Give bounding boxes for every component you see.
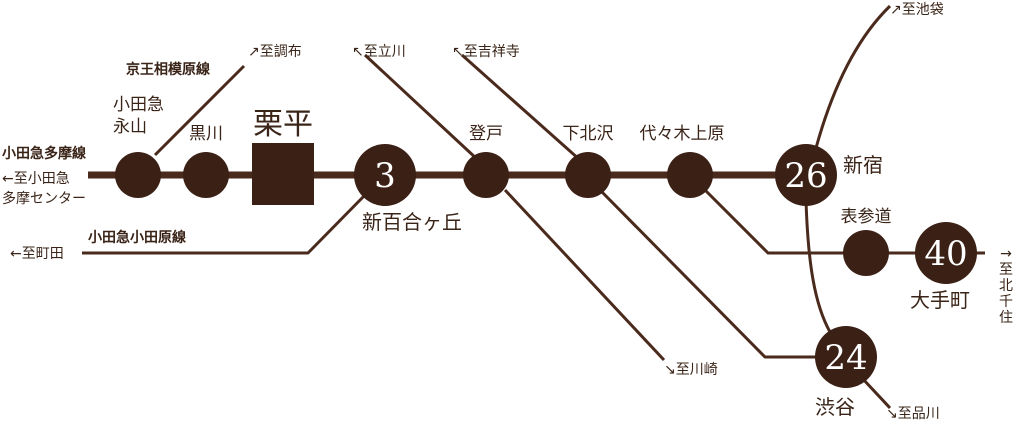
direction-kitasenju: →至北千住 [999,246,1013,326]
direction-ikebukuro: ↗至池袋 [890,2,944,18]
direction-kawasaki: ↘至川崎 [664,362,718,378]
direction-chofu: ↗至調布 [248,44,302,60]
station-shinyurigaoka-label: 新百合ヶ丘 [362,210,462,234]
station-kurihira-node [252,143,314,205]
station-shinjuku-node [775,144,837,206]
station-noborito-node [463,152,509,198]
direction-machida: ←至町田 [10,246,64,262]
to-tachikawa-line [363,53,480,162]
minutes-shinjuku: 26 [784,156,827,196]
direction-kichijoji: ↖至吉祥寺 [452,44,520,60]
minutes-shinyurigaoka: 3 [374,156,396,196]
minutes-shibuya: 24 [824,338,867,378]
station-omotesando-node [843,230,889,276]
direction-shinagawa: ↘至品川 [886,406,940,422]
station-omotesando-label: 表参道 [841,207,892,227]
odakyu-odawara-line [82,193,367,255]
station-kurokawa-node [183,152,229,198]
station-shinjuku-label: 新宿 [843,153,883,177]
station-otemachi-node [915,222,977,284]
station-kurokawa-label: 黒川 [189,124,223,144]
station-shimokitazawa-node [565,152,611,198]
to-shinagawa-line [860,376,892,410]
line-odakyu-tama-label: 小田急多摩線 [2,145,86,162]
keio-sagamihara-line [153,64,246,157]
station-noborito-label: 登戸 [469,124,503,144]
direction-tachikawa: ↖至立川 [352,44,406,60]
station-otemachi-label: 大手町 [910,288,970,312]
station-nagayama-node [115,152,161,198]
station-kurihira-label: 栗平 [253,107,313,142]
station-yoyogiuehara-node [667,152,713,198]
station-shibuya-label: 渋谷 [815,395,855,419]
shinjuku-shibuya-line [804,199,832,333]
shimokitazawa-shibuya-line [598,188,822,359]
station-shinyurigaoka-node [354,144,416,206]
station-nagayama-label: 小田急永山 [113,95,164,137]
station-yoyogiuehara-label: 代々木上原 [640,124,725,144]
station-shibuya-node [815,326,877,388]
to-kawasaki-line [503,188,666,362]
chiyoda-line [703,188,985,255]
to-kichijoji-line [461,53,581,162]
line-keio-sagamihara-label: 京王相模原線 [126,61,210,78]
direction-odakyu-tama-center: ←至小田急多摩センター [2,171,86,207]
to-ikebukuro-line [814,4,892,149]
minutes-otemachi: 40 [924,234,967,274]
line-odakyu-odawara-label: 小田急小田原線 [88,229,186,246]
station-shimokitazawa-label: 下北沢 [563,124,614,144]
